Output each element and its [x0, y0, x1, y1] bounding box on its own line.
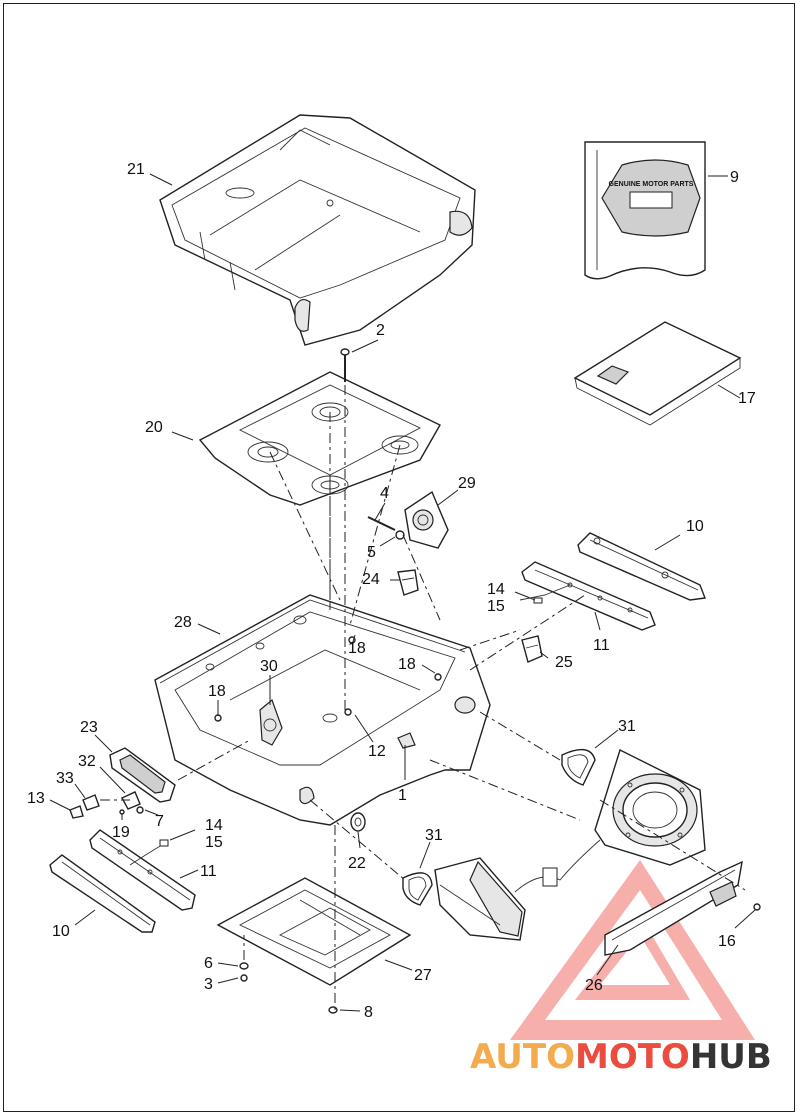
callout-5: 5 [367, 544, 376, 561]
callout-31-lower: 31 [425, 827, 443, 844]
callout-10-lower: 10 [52, 923, 70, 940]
callout-17: 17 [738, 390, 756, 407]
callout-1: 1 [398, 787, 407, 804]
callout-28: 28 [174, 614, 192, 631]
callout-9: 9 [730, 169, 739, 186]
callout-25: 25 [555, 654, 573, 671]
callout-23: 23 [80, 719, 98, 736]
callout-numbers: 21 2 9 17 20 4 5 29 10 24 14 15 11 28 18… [27, 161, 756, 1021]
part-grommet [350, 812, 366, 832]
part-hinge-24 [397, 569, 419, 596]
part-light-bar-upper [521, 561, 656, 631]
watermark-text: AUTOMOTOHUB [470, 1037, 772, 1077]
wire-harness-upper [519, 584, 571, 604]
callout-32: 32 [78, 753, 96, 770]
assembly-lines [100, 385, 746, 1010]
callout-33: 33 [56, 770, 74, 787]
part-speaker [434, 857, 526, 941]
callout-31-upper: 31 [618, 718, 636, 735]
callout-22: 22 [348, 855, 366, 872]
part-hinge-25 [521, 635, 543, 663]
watermark-triangle [510, 860, 755, 1040]
watermark-moto: MOTO [575, 1037, 690, 1077]
callout-6: 6 [204, 955, 213, 972]
part-small-hardware [69, 791, 144, 819]
part-screw-2 [340, 348, 350, 382]
part-trim-strip-upper [577, 532, 706, 601]
callout-30: 30 [260, 658, 278, 675]
logo-text: GENUINE MOTOR PARTS [609, 181, 694, 188]
wire-harness-lower [129, 839, 169, 866]
callout-4: 4 [380, 485, 389, 502]
part-main-case [154, 594, 491, 826]
watermark-hub: HUB [690, 1037, 772, 1077]
part-package-box: GENUINE MOTOR PARTS [584, 141, 706, 280]
callout-18-left: 18 [208, 683, 226, 700]
part-screw-16 [753, 903, 761, 911]
part-trim-strip-lower [49, 854, 156, 933]
speaker-wire [514, 839, 601, 893]
callout-8: 8 [364, 1004, 373, 1021]
part-instruction-manual [573, 321, 742, 426]
part-speaker-ring-lower [402, 872, 433, 906]
watermark-auto: AUTO [470, 1037, 575, 1077]
part-light-bar-lower [89, 829, 196, 911]
callout-12: 12 [368, 743, 386, 760]
callout-27: 27 [414, 967, 432, 984]
callout-14-upper: 14 [487, 581, 505, 598]
callout-2: 2 [376, 322, 385, 339]
part-liner-tray [159, 114, 476, 346]
callout-14-lower: 14 [205, 817, 223, 834]
part-taillight-lens [109, 747, 176, 803]
callout-20: 20 [145, 419, 163, 436]
part-side-panel [604, 860, 743, 956]
callout-15-lower: 15 [205, 834, 223, 851]
callout-10-upper: 10 [686, 518, 704, 535]
callout-19: 19 [112, 824, 130, 841]
part-speaker-housing [594, 749, 706, 866]
callout-11-upper: 11 [593, 637, 610, 654]
part-latch [404, 490, 449, 549]
part-bolt-washer [367, 516, 405, 540]
callout-16: 16 [718, 933, 736, 950]
callout-15-upper: 15 [487, 598, 505, 615]
leader-lines [49, 173, 756, 1012]
callout-21: 21 [127, 161, 145, 178]
svg-text:AUTOMOTOHUB: AUTOMOTOHUB [470, 1037, 772, 1077]
callout-11-lower: 11 [200, 863, 217, 880]
callout-13: 13 [27, 790, 45, 807]
callout-3: 3 [204, 976, 213, 993]
callout-26: 26 [585, 977, 603, 994]
part-bottom-plate [198, 371, 441, 506]
callout-24: 24 [362, 571, 380, 588]
part-mounting-plate [216, 877, 412, 986]
callout-18-right: 18 [398, 656, 416, 673]
callout-18-upper: 18 [348, 640, 366, 657]
callout-29: 29 [458, 475, 476, 492]
diagram-frame [3, 3, 795, 1112]
part-speaker-ring-upper [561, 748, 596, 786]
callout-7: 7 [155, 813, 164, 830]
